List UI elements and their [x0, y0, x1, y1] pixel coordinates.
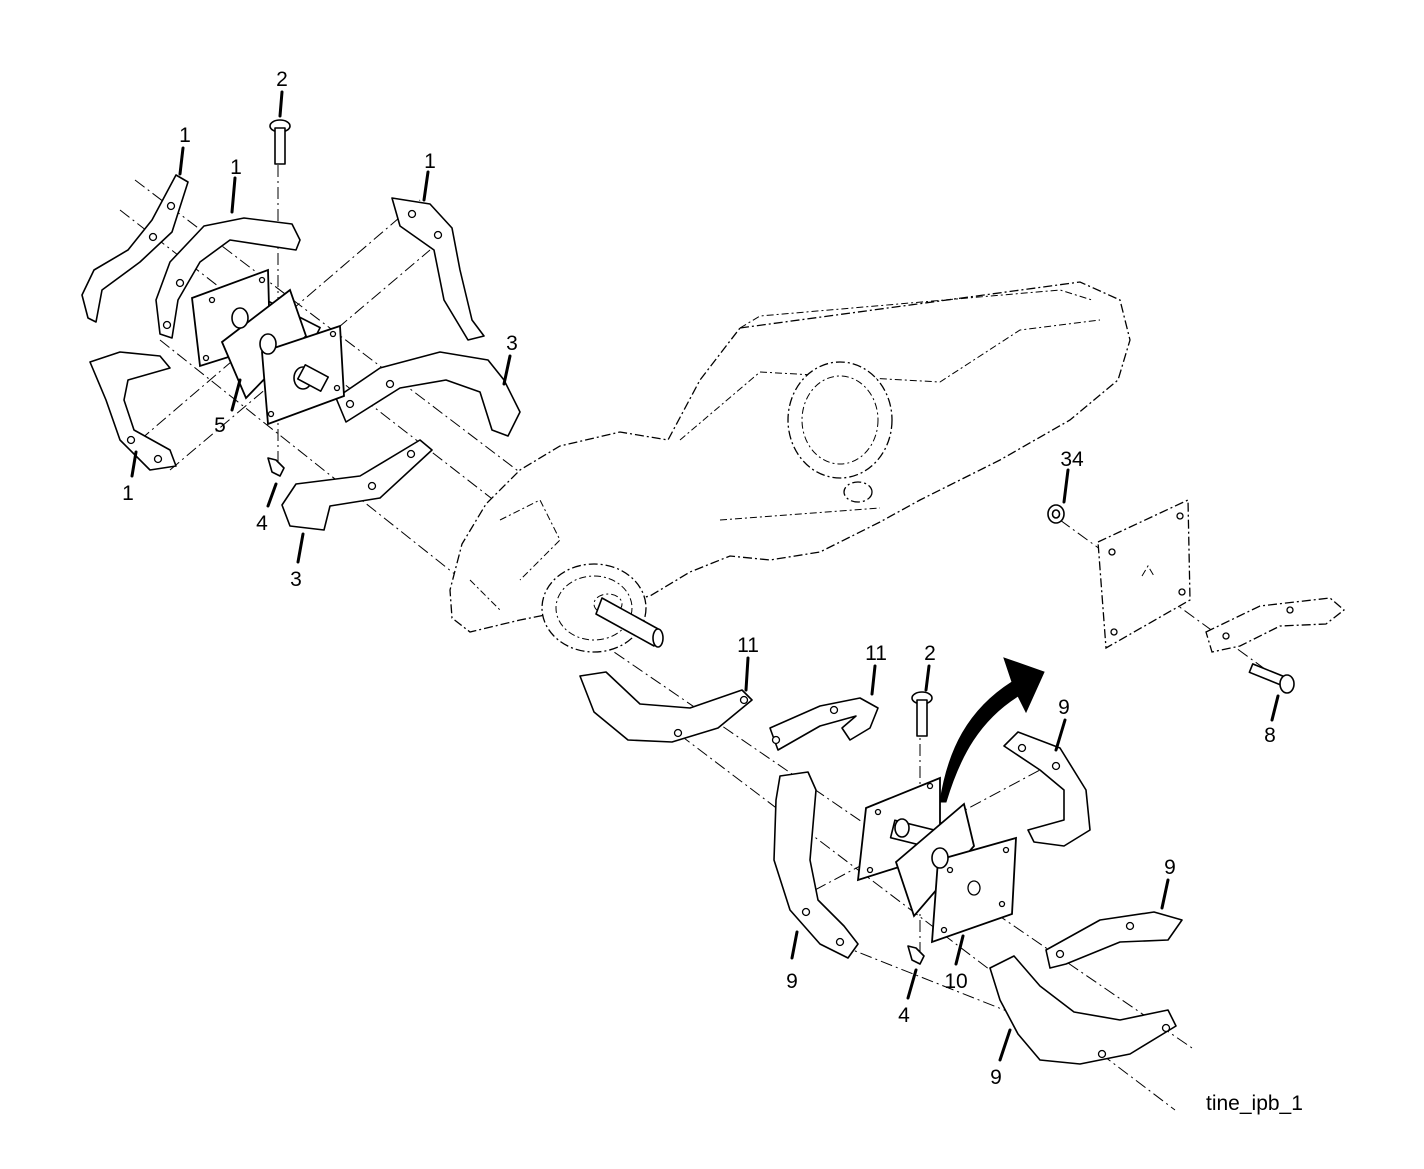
- callout-9-c: 9: [786, 970, 798, 993]
- end-plate-phantom: [1097, 498, 1191, 650]
- callout-1-c: 1: [424, 150, 436, 173]
- callout-10: 10: [944, 970, 967, 993]
- gear-housing-phantom: [449, 281, 1131, 653]
- callout-4-right: 4: [898, 1004, 910, 1027]
- tine-1-lower-left: [89, 351, 177, 471]
- rotation-arrow-icon: [939, 657, 1045, 803]
- side-plate-assembly: [1047, 498, 1346, 694]
- tine-9-bottom: [989, 955, 1177, 1065]
- drive-shaft: [595, 597, 664, 648]
- callout-3-b: 3: [290, 568, 302, 591]
- callout-labels: 2 1 1 1 1 3 3 5 4 34 8 11 11 2 9 9 9 9 1…: [122, 68, 1276, 1089]
- tine-9-left: [773, 771, 859, 959]
- callout-9-a: 9: [1058, 696, 1070, 719]
- callout-3-a: 3: [506, 332, 518, 355]
- tine-11-small: [769, 697, 879, 751]
- tine-9-upper: [1003, 731, 1091, 847]
- callout-4-left: 4: [256, 512, 268, 535]
- callout-11-a: 11: [737, 634, 759, 657]
- callout-9-d: 9: [990, 1066, 1002, 1089]
- hairpin-clip-4-left: [267, 457, 285, 477]
- callout-5: 5: [214, 414, 226, 437]
- left-tine-set: [81, 119, 521, 531]
- tine-3-bottom: [281, 439, 433, 531]
- callout-11-b: 11: [865, 642, 887, 665]
- tine-3-right: [335, 351, 521, 437]
- tine-1-upper-left: [81, 174, 189, 323]
- callout-9-b: 9: [1164, 856, 1176, 879]
- tine-1-curved: [155, 217, 301, 339]
- tine-9-right: [1045, 911, 1183, 969]
- tine-phantom-right: [1205, 597, 1346, 653]
- callout-34: 34: [1060, 448, 1084, 471]
- callout-2-right: 2: [924, 642, 936, 665]
- clevis-pin-2-right: [911, 691, 933, 737]
- callout-2-left: 2: [276, 68, 288, 91]
- tine-1-upper-right: [391, 197, 485, 341]
- callout-leaders: [130, 90, 1280, 1062]
- bolt-8: [1248, 663, 1295, 694]
- figure-caption: tine_ipb_1: [1206, 1092, 1303, 1115]
- callout-1-a: 1: [179, 124, 191, 147]
- clevis-pin-2-left: [269, 119, 291, 165]
- callout-8: 8: [1264, 724, 1276, 747]
- right-tine-set: [579, 671, 1183, 1065]
- tine-11-large: [579, 671, 753, 743]
- callout-1-b: 1: [230, 156, 242, 179]
- callout-1-d: 1: [122, 482, 134, 505]
- hairpin-clip-4-right: [907, 945, 925, 965]
